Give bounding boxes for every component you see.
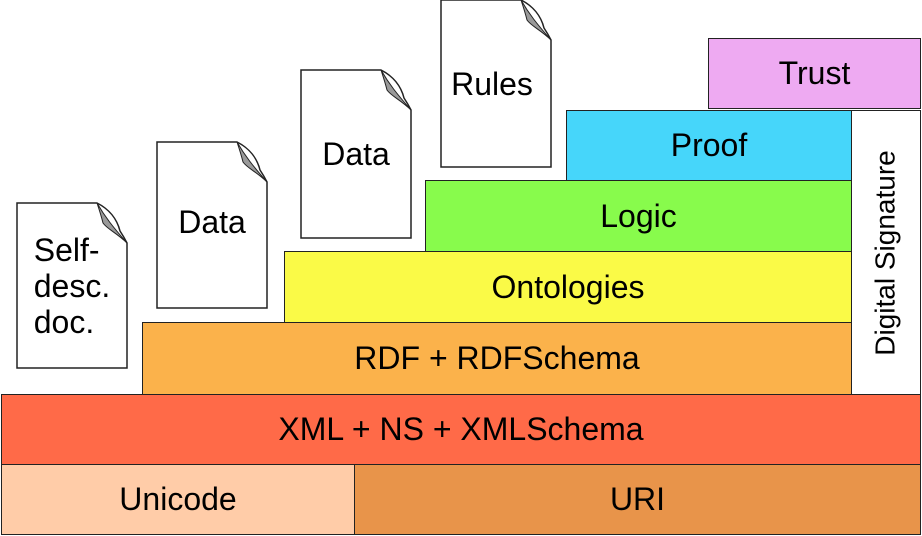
logic-label: Logic <box>600 197 677 234</box>
rules-document: Rules <box>440 0 552 168</box>
data-1-label: Data <box>178 204 246 240</box>
self-desc-line-3: doc. <box>33 303 95 340</box>
self-desc-document: Self- desc. doc. <box>16 202 128 369</box>
unicode-label: Unicode <box>119 481 237 517</box>
trust-layer: Trust <box>708 38 921 109</box>
self-desc-line-2: desc. <box>33 267 111 304</box>
rdf-layer: RDF + RDFSchema <box>142 322 852 395</box>
trust-label: Trust <box>778 55 851 91</box>
rdf-label: RDF + RDFSchema <box>354 340 640 376</box>
document-icon <box>156 141 268 309</box>
xml-layer: XML + NS + XMLSchema <box>1 394 921 465</box>
document-icon <box>440 0 552 168</box>
proof-label: Proof <box>670 127 748 163</box>
data-document-2: Data <box>300 69 412 239</box>
logic-layer: Logic <box>425 180 852 252</box>
data-document-1: Data <box>156 141 268 309</box>
document-icon <box>300 69 412 239</box>
data-2-label: Data <box>322 136 390 172</box>
unicode-layer: Unicode <box>1 464 355 535</box>
xml-label: XML + NS + XMLSchema <box>278 411 644 447</box>
self-desc-line-1: Self- <box>33 231 100 268</box>
digital-signature-label: Digital Signature <box>870 149 902 356</box>
uri-layer: URI <box>354 464 921 535</box>
proof-layer: Proof <box>566 110 852 181</box>
rules-label: Rules <box>451 66 533 102</box>
ontologies-label: Ontologies <box>491 268 645 305</box>
digital-signature-layer: Digital Signature <box>851 110 921 395</box>
document-icon <box>16 202 128 369</box>
uri-label: URI <box>609 481 666 517</box>
ontologies-layer: Ontologies <box>284 251 852 323</box>
